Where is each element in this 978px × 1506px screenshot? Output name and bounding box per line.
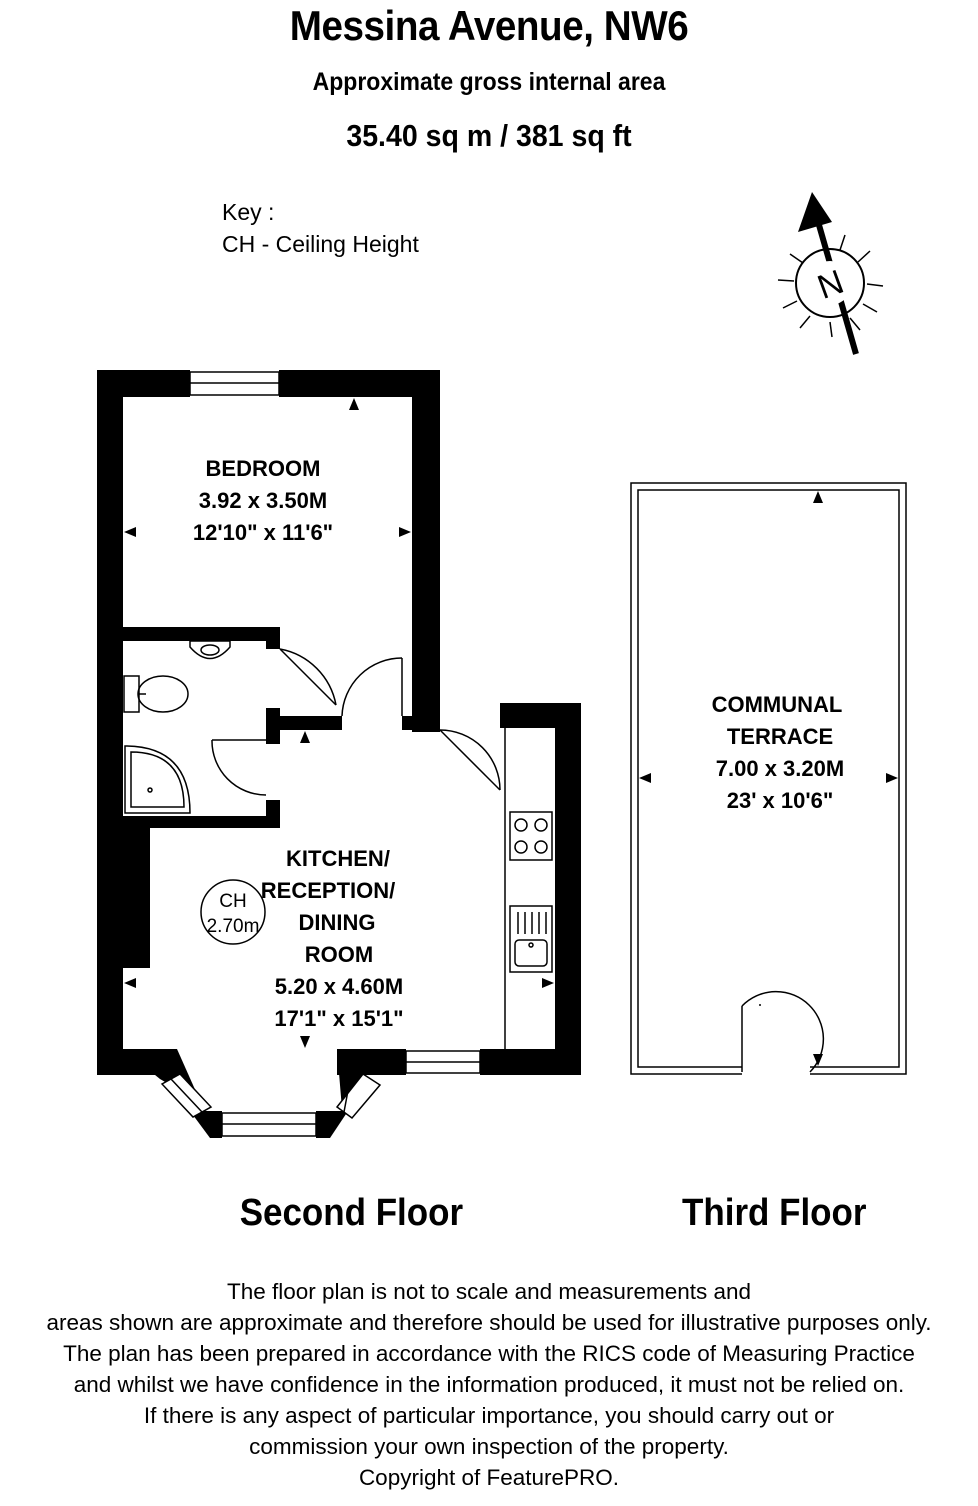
kitchen-metric: 5.20 x 4.60M [275, 974, 403, 999]
compass-icon: N [777, 192, 884, 355]
terrace-line1: COMMUNAL [712, 692, 843, 717]
windows [160, 371, 481, 1137]
terrace-outline [630, 482, 907, 1075]
kitchen-line3: DINING [299, 910, 376, 935]
ch-label: CH [219, 891, 246, 912]
dimension-markers [124, 398, 898, 1066]
ceiling-height-marker: CH 2.70m [200, 879, 266, 945]
third-floor-label: Third Floor [682, 1192, 867, 1234]
kitchen-line2: RECEPTION/ [261, 878, 395, 903]
terrace-metric: 7.00 x 3.20M [716, 756, 844, 781]
disclaimer-line: The floor plan is not to scale and measu… [226, 1279, 752, 1304]
key-legend: Key : CH - Ceiling Height [222, 196, 419, 260]
bedroom-name: BEDROOM [206, 456, 321, 481]
kitchen-worktop [504, 728, 553, 1049]
disclaimer-line: The plan has been prepared in accordance… [63, 1341, 915, 1366]
bathroom-fixtures [123, 640, 231, 814]
kitchen-line1: KITCHEN/ [286, 846, 390, 871]
page-title: Messina Avenue, NW6 [289, 2, 689, 49]
disclaimer-line: Copyright of FeaturePRO. [358, 1465, 620, 1490]
area-subtitle: Approximate gross internal area [312, 68, 666, 96]
disclaimer-line: If there is any aspect of particular imp… [143, 1403, 835, 1428]
gross-area: 35.40 sq m / 381 sq ft [346, 118, 632, 153]
doors [211, 648, 825, 1073]
bedroom-label: BEDROOM 3.92 x 3.50M 12'10" x 11'6" [193, 456, 333, 545]
disclaimer-line: and whilst we have confidence in the inf… [73, 1372, 905, 1397]
bedroom-metric: 3.92 x 3.50M [199, 488, 327, 513]
disclaimer-line: commission your own inspection of the pr… [249, 1434, 729, 1459]
kitchen-label: KITCHEN/ RECEPTION/ DINING ROOM 5.20 x 4… [261, 846, 404, 1031]
disclaimer: The floor plan is not to scale and measu… [0, 1276, 978, 1493]
bedroom-imperial: 12'10" x 11'6" [193, 520, 333, 545]
ch-value: 2.70m [207, 916, 260, 937]
key-heading: Key : [222, 199, 275, 225]
terrace-line2: TERRACE [727, 724, 833, 749]
second-floor-label: Second Floor [239, 1192, 464, 1234]
terrace-imperial: 23' x 10'6" [727, 788, 834, 813]
kitchen-imperial: 17'1" x 15'1" [274, 1006, 403, 1031]
second-floor-walls [97, 370, 581, 1138]
key-entry: CH - Ceiling Height [222, 231, 419, 257]
disclaimer-line: areas shown are approximate and therefor… [46, 1310, 932, 1335]
kitchen-line4: ROOM [305, 942, 373, 967]
terrace-label: COMMUNAL TERRACE 7.00 x 3.20M 23' x 10'6… [712, 692, 845, 813]
